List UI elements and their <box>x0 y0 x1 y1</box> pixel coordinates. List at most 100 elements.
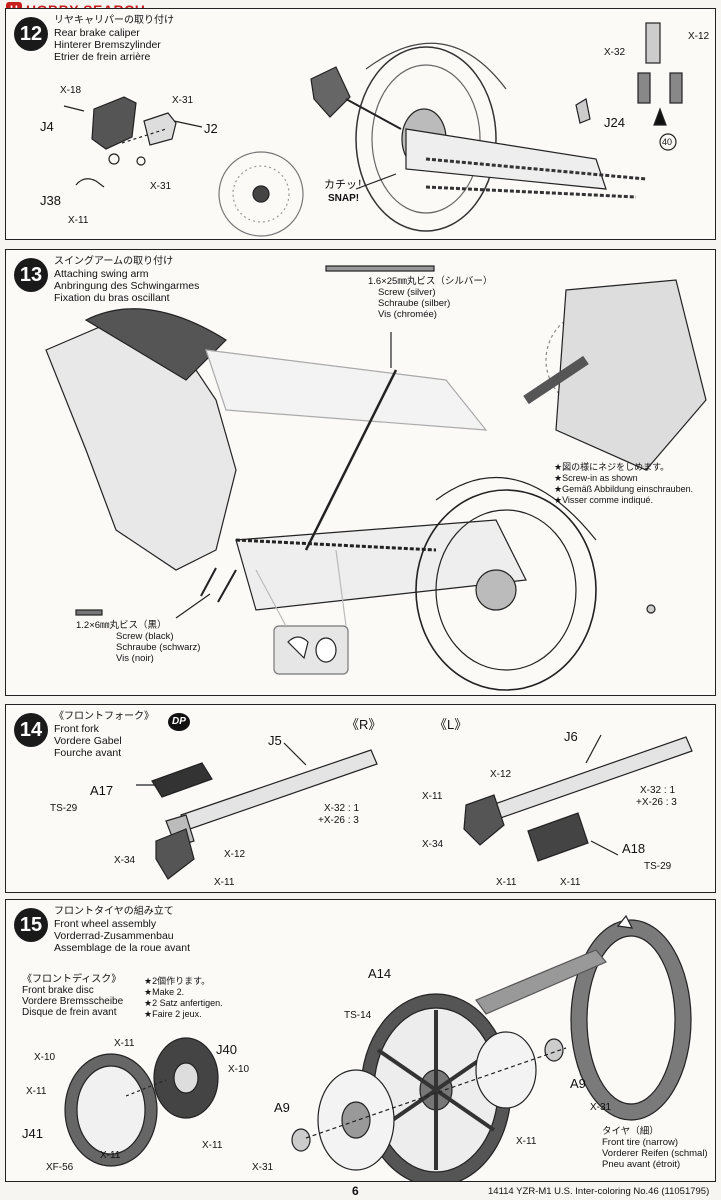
label-x12-right: X-12 <box>224 849 246 860</box>
label-a14: A14 <box>368 966 392 981</box>
title-jp: フロントタイヤの組み立て <box>54 906 174 917</box>
step-title-block: 《フロントフォーク》 Front fork Vordere Gabel Four… <box>54 711 154 759</box>
rear-caliper-illustration <box>63 22 683 237</box>
label-j2: J2 <box>204 121 218 136</box>
note-jp: ★図の様にネジをしめます。 <box>554 462 670 472</box>
page-number: 6 <box>352 1184 359 1198</box>
label-x11a: X-11 <box>114 1038 135 1049</box>
title-de: Vordere Gabel <box>54 735 122 747</box>
front-wheel-illustration <box>64 914 692 1181</box>
title-jp: スイングアームの取り付け <box>54 256 174 267</box>
screw-black-note: 1.2×6㎜丸ビス（黒） Screw (black) Schraube (sch… <box>76 620 200 664</box>
disc-en: Front brake disc <box>22 985 94 996</box>
label-a18: A18 <box>622 841 646 856</box>
label-a9a: A9 <box>274 1100 290 1115</box>
note-de: ★Gemäß Abbildung einschrauben. <box>554 484 694 494</box>
label-x31b: X-31 <box>590 1102 612 1113</box>
label-ts29-right: TS-29 <box>50 803 78 814</box>
title-fr: Fixation du bras oscillant <box>54 292 170 304</box>
step-title-block: リヤキャリパーの取り付け Rear brake caliper Hinterer… <box>54 15 174 63</box>
label-a17: A17 <box>90 783 114 798</box>
step-12-panel: 12 リヤキャリパーの取り付け Rear brake caliper Hinte… <box>5 8 716 240</box>
title-de: Hinterer Bremszylinder <box>54 39 161 51</box>
step-13-panel: 13 スイングアームの取り付け Attaching swing arm Anbr… <box>5 249 716 696</box>
snap-jp: カチッ！ <box>324 178 368 191</box>
title-en: Rear brake caliper <box>54 27 140 39</box>
make-two-note: ★2個作ります。 ★Make 2. ★2 Satz anfertigen. ★F… <box>144 976 223 1020</box>
step-title-block: スイングアームの取り付け Attaching swing arm Anbring… <box>54 256 199 304</box>
title-de: Vorderrad-Zusammenbau <box>54 930 174 942</box>
title-jp: リヤキャリパーの取り付け <box>54 15 174 26</box>
label-x11e: X-11 <box>516 1136 537 1147</box>
step-number: 12 <box>14 17 48 51</box>
disc-jp: 《フロントディスク》 <box>22 974 122 985</box>
screw-in-note: ★図の様にネジをしめます。 ★Screw-in as shown ★Gemäß … <box>554 462 693 506</box>
dp-badge-icon: DP <box>168 713 190 731</box>
tire-en: Front tire (narrow) <box>602 1137 679 1148</box>
label-x10a: X-10 <box>34 1052 56 1063</box>
label-x11b: X-11 <box>26 1086 47 1097</box>
note-fr: ★Visser comme indiqué. <box>554 495 653 505</box>
label-x11d: X-11 <box>100 1150 121 1161</box>
title-de: Anbringung des Schwingarmes <box>54 280 200 292</box>
screw-silver-size: 1.6×25㎜丸ビス（シルバー） <box>368 276 493 287</box>
label-xf56: XF-56 <box>46 1162 74 1173</box>
label-x34-right: X-34 <box>114 855 136 866</box>
label-j38: J38 <box>40 193 61 208</box>
label-x11-right: X-11 <box>214 877 235 888</box>
title-fr: Fourche avant <box>54 747 122 759</box>
label-ts29-left: TS-29 <box>644 861 672 872</box>
step-title-block: フロントタイヤの組み立て Front wheel assembly Vorder… <box>54 906 190 954</box>
screw-silver-de: Schraube (silber) <box>378 298 451 309</box>
label-x11-left-c: X-11 <box>560 877 581 888</box>
step-15-panel: 15 フロントタイヤの組み立て Front wheel assembly Vor… <box>5 899 716 1182</box>
screw-silver-fr: Vis (chromée) <box>378 309 437 320</box>
label-x32: X-32 <box>604 47 626 58</box>
ref-40: 40 <box>662 137 673 147</box>
label-ts14: TS-14 <box>344 1010 372 1021</box>
disc-de: Vordere Bremsscheibe <box>22 996 124 1007</box>
label-x18: X-18 <box>60 85 82 96</box>
mix-right-1: X-32 : 1 <box>324 803 360 814</box>
label-x11-left-a: X-11 <box>422 791 443 802</box>
screw-black-size: 1.2×6㎜丸ビス（黒） <box>76 620 167 631</box>
step-number: 14 <box>14 713 48 747</box>
make2-de: ★2 Satz anfertigen. <box>144 998 223 1008</box>
footer-product-info: 14114 YZR-M1 U.S. Inter-coloring No.46 (… <box>488 1186 710 1197</box>
tire-note: タイヤ（細） Front tire (narrow) Vorderer Reif… <box>602 1126 708 1170</box>
front-fork-illustration <box>136 734 693 880</box>
title-en: Front fork <box>54 723 99 735</box>
tire-de: Vorderer Reifen (schmal) <box>602 1148 708 1159</box>
tire-jp: タイヤ（細） <box>602 1126 659 1137</box>
step-number: 15 <box>14 908 48 942</box>
label-x10b: X-10 <box>228 1064 250 1075</box>
snap-en: SNAP! <box>328 193 360 204</box>
label-a9b: A9 <box>570 1076 586 1091</box>
label-j41: J41 <box>22 1126 43 1141</box>
side-right: 《R》 <box>346 717 382 732</box>
screw-black-fr: Vis (noir) <box>116 653 154 664</box>
label-j5: J5 <box>268 733 282 748</box>
label-x31a: X-31 <box>172 95 194 106</box>
screw-silver-en: Screw (silver) <box>378 287 436 298</box>
label-x12-left: X-12 <box>490 769 512 780</box>
step-number: 13 <box>14 258 48 292</box>
disc-fr: Disque de frein avant <box>22 1007 117 1018</box>
screw-black-de: Schraube (schwarz) <box>116 642 201 653</box>
label-x31a: X-31 <box>252 1162 274 1173</box>
title-en: Front wheel assembly <box>54 918 157 930</box>
label-j4: J4 <box>40 119 54 134</box>
swing-arm-illustration <box>45 265 707 691</box>
screw-black-en: Screw (black) <box>116 631 174 642</box>
tire-fr: Pneu avant (étroit) <box>602 1159 681 1170</box>
title-fr: Assemblage de la roue avant <box>54 942 191 954</box>
make2-fr: ★Faire 2 jeux. <box>144 1009 202 1019</box>
label-x12: X-12 <box>688 31 710 42</box>
title-fr: Etrier de frein arrière <box>54 51 151 63</box>
caliper-j4-shape <box>91 96 137 150</box>
label-x31b: X-31 <box>150 181 172 192</box>
disc-subtitle: 《フロントディスク》 Front brake disc Vordere Brem… <box>22 974 123 1018</box>
label-x34-left: X-34 <box>422 839 444 850</box>
make2-jp: ★2個作ります。 <box>144 976 211 986</box>
title-jp: 《フロントフォーク》 <box>54 711 154 722</box>
